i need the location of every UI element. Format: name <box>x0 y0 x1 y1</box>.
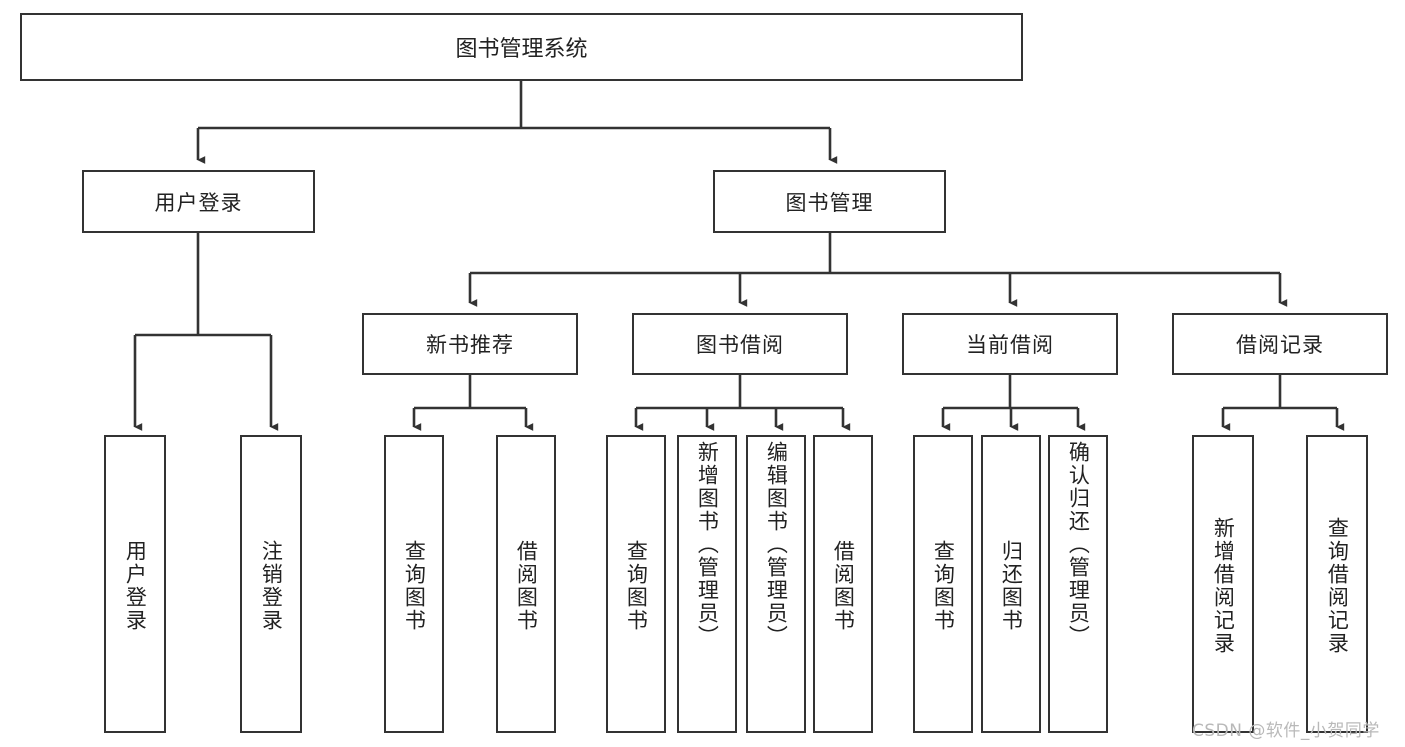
node-label: 归还图书 <box>999 540 1024 632</box>
node-new-book-recommend[interactable]: 新书推荐 <box>362 313 578 375</box>
leaf-current-borrow-return[interactable]: 归还图书 <box>981 435 1041 733</box>
node-book-management[interactable]: 图书管理 <box>713 170 946 233</box>
node-current-borrow[interactable]: 当前借阅 <box>902 313 1118 375</box>
leaf-borrow-record-query[interactable]: 查询借阅记录 <box>1306 435 1368 733</box>
node-label: 查询图书 <box>624 540 649 632</box>
node-label: 查询借阅记录 <box>1325 517 1350 655</box>
node-label: 图书借阅 <box>696 333 784 357</box>
leaf-new-book-query[interactable]: 查询图书 <box>384 435 444 733</box>
node-label: 用户登录 <box>123 540 148 632</box>
node-label: 新增借阅记录 <box>1211 517 1236 655</box>
node-book-borrow[interactable]: 图书借阅 <box>632 313 848 375</box>
leaf-user-login-login[interactable]: 用户登录 <box>104 435 166 733</box>
leaf-book-borrow-add-admin[interactable]: 新增图书（管理员） <box>677 435 737 733</box>
node-label: 查询图书 <box>402 540 427 632</box>
node-label: 编辑图书（管理员） <box>764 441 789 648</box>
leaf-book-borrow-borrow[interactable]: 借阅图书 <box>813 435 873 733</box>
node-label: 图书管理系统 <box>455 37 588 62</box>
node-label: 新书推荐 <box>426 333 514 357</box>
node-user-login[interactable]: 用户登录 <box>82 170 315 233</box>
node-label: 当前借阅 <box>966 333 1054 357</box>
leaf-user-login-logout[interactable]: 注销登录 <box>240 435 302 733</box>
node-label: 借阅记录 <box>1236 333 1324 357</box>
leaf-current-borrow-confirm-admin[interactable]: 确认归还（管理员） <box>1048 435 1108 733</box>
node-label: 图书管理 <box>785 190 874 215</box>
watermark-text: CSDN @软件_小贺同学 <box>1192 721 1380 741</box>
node-label: 借阅图书 <box>514 540 539 632</box>
node-label: 新增图书（管理员） <box>695 441 720 648</box>
leaf-borrow-record-add[interactable]: 新增借阅记录 <box>1192 435 1254 733</box>
node-label: 查询图书 <box>931 540 956 632</box>
node-borrow-record[interactable]: 借阅记录 <box>1172 313 1388 375</box>
node-label: 注销登录 <box>259 540 284 632</box>
leaf-current-borrow-query[interactable]: 查询图书 <box>913 435 973 733</box>
leaf-new-book-borrow[interactable]: 借阅图书 <box>496 435 556 733</box>
node-label: 借阅图书 <box>831 540 856 632</box>
node-label: 确认归还（管理员） <box>1066 441 1091 648</box>
node-label: 用户登录 <box>154 190 243 215</box>
leaf-book-borrow-edit-admin[interactable]: 编辑图书（管理员） <box>746 435 806 733</box>
leaf-book-borrow-query[interactable]: 查询图书 <box>606 435 666 733</box>
node-root-system[interactable]: 图书管理系统 <box>20 13 1023 81</box>
